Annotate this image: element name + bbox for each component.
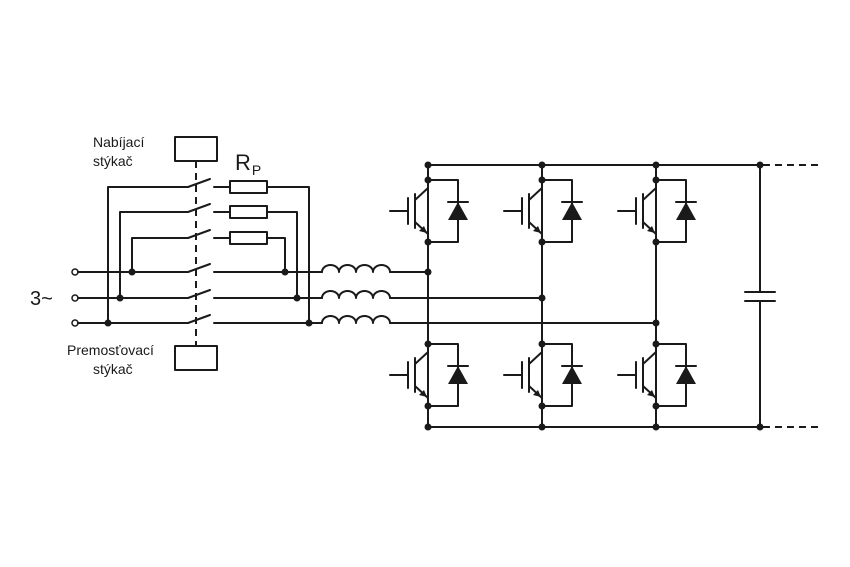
junction-dot bbox=[652, 238, 660, 246]
junction-dots bbox=[104, 161, 764, 431]
junction-dot bbox=[424, 340, 432, 348]
junction-dot bbox=[538, 294, 546, 302]
charging-contactor-label-2: stýkač bbox=[93, 153, 133, 169]
input-wires bbox=[77, 186, 189, 324]
phase-connections bbox=[389, 271, 657, 324]
supply-label: 3~ bbox=[30, 288, 53, 310]
junction-dot bbox=[424, 268, 432, 276]
charging-contactor-switches bbox=[187, 178, 211, 239]
bypass-contactor-label-2: stýkač bbox=[93, 361, 133, 377]
junction-dot bbox=[538, 340, 546, 348]
junction-dot bbox=[424, 402, 432, 410]
junction-dot bbox=[756, 161, 764, 169]
junction-dot bbox=[538, 161, 546, 169]
junction-dot bbox=[652, 340, 660, 348]
junction-dot bbox=[104, 319, 112, 327]
junction-dot bbox=[652, 319, 660, 327]
junction-dot bbox=[538, 238, 546, 246]
dc-bus bbox=[427, 164, 818, 428]
junction-dot bbox=[424, 161, 432, 169]
igbt-upper-1 bbox=[389, 179, 469, 243]
junction-dot bbox=[424, 176, 432, 184]
junction-dot bbox=[538, 402, 546, 410]
resistor-3 bbox=[229, 231, 268, 245]
junction-dot bbox=[116, 294, 124, 302]
junction-dot bbox=[538, 176, 546, 184]
junction-dot bbox=[652, 402, 660, 410]
junction-dot bbox=[652, 176, 660, 184]
bypass-contactor-switches bbox=[187, 263, 211, 324]
bypass-outputs bbox=[213, 271, 323, 324]
bypass-contactor-coil bbox=[174, 345, 218, 371]
junction-dot bbox=[293, 294, 301, 302]
junction-dot bbox=[652, 423, 660, 431]
junction-dot bbox=[424, 238, 432, 246]
junction-dot bbox=[756, 423, 764, 431]
bypass-contactor-label-1: Premosťovací bbox=[67, 342, 154, 358]
junction-dot bbox=[305, 319, 313, 327]
line-inductors bbox=[321, 264, 391, 324]
charging-resistors bbox=[213, 180, 310, 324]
charging-contactor-label-1: Nabíjací bbox=[93, 134, 144, 150]
junction-dot bbox=[281, 268, 289, 276]
charging-contactor-coil bbox=[174, 136, 218, 162]
resistor-label: RP bbox=[235, 150, 261, 178]
resistor-2 bbox=[229, 205, 268, 219]
dc-link-capacitor bbox=[744, 164, 776, 428]
junction-dot bbox=[538, 423, 546, 431]
resistor-1 bbox=[229, 180, 268, 194]
junction-dot bbox=[128, 268, 136, 276]
junction-dot bbox=[424, 423, 432, 431]
junction-dot bbox=[652, 161, 660, 169]
